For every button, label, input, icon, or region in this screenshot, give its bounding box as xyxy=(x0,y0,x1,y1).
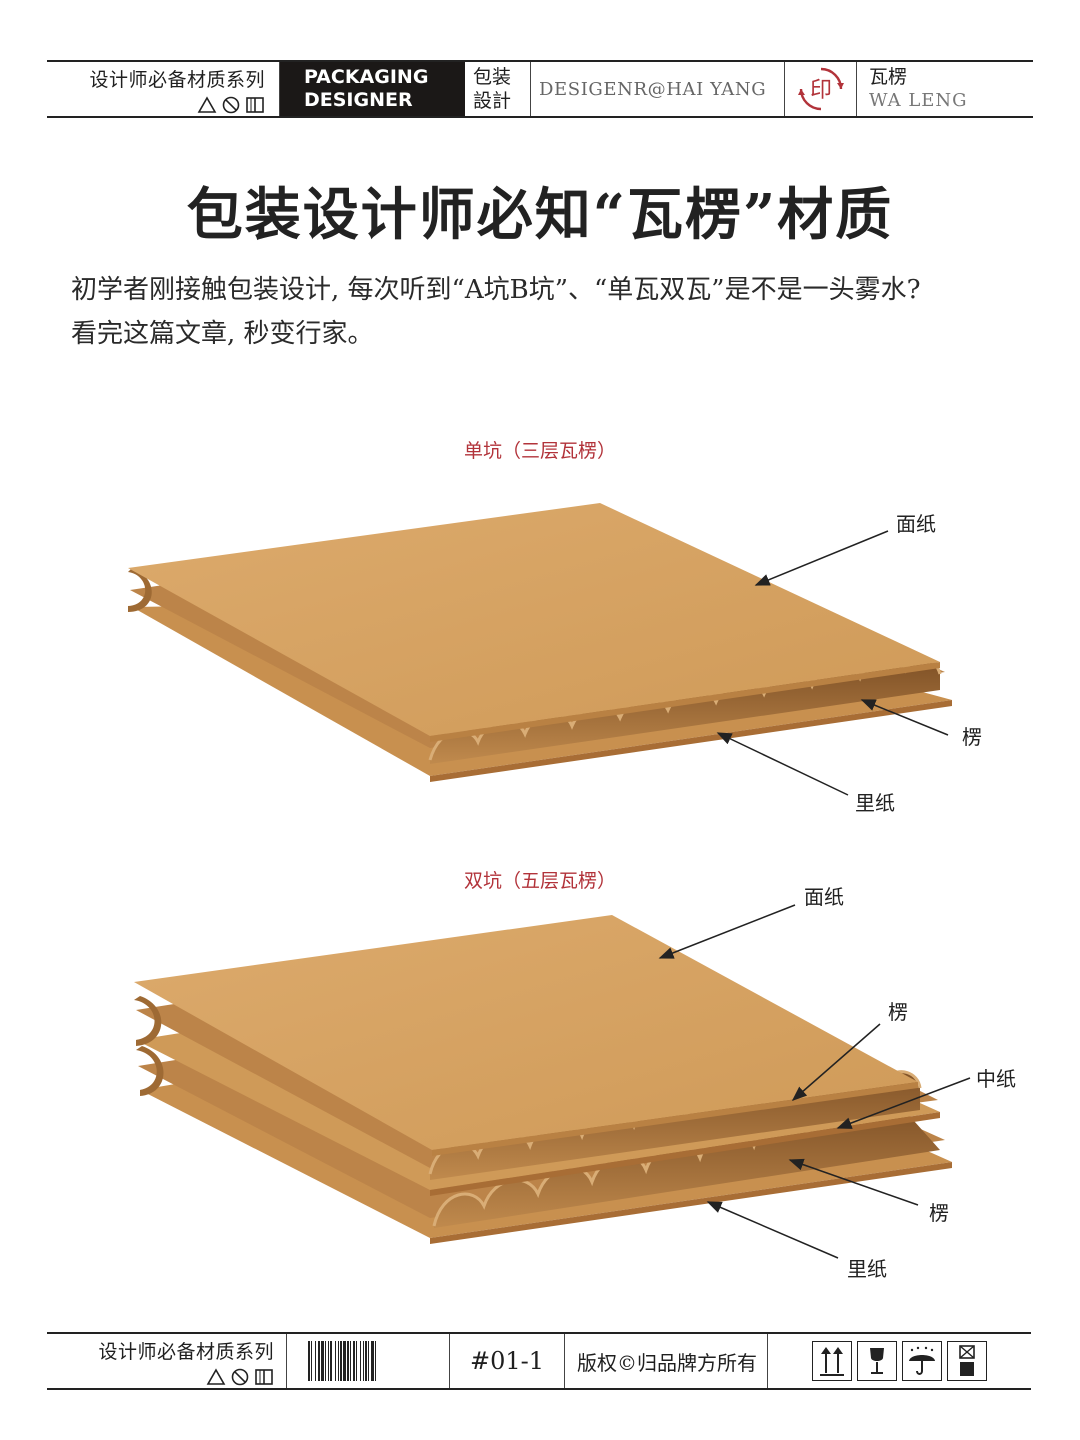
material-cn: 瓦楞 xyxy=(869,66,908,88)
no-stacking-icon xyxy=(947,1341,987,1381)
box-icon xyxy=(255,1368,273,1385)
double-upper-flute-leader xyxy=(791,1023,881,1101)
designer-email-text: DESIGENR@HAI YANG xyxy=(539,78,767,100)
copyright-text: 版权©归品牌方所有 xyxy=(577,1350,757,1375)
material-en: WA LENG xyxy=(869,90,968,111)
stamp-cell: 印 xyxy=(785,62,857,116)
packaging-cell: 包装 設計 xyxy=(465,62,531,116)
double-label-middle: 中纸 xyxy=(976,1067,1016,1091)
double-middle-leader xyxy=(836,1077,971,1129)
single-label-bottom: 里纸 xyxy=(855,791,895,815)
double-bottom-leader xyxy=(706,1201,839,1259)
handling-icons xyxy=(768,1334,1031,1388)
no-entry-icon xyxy=(222,96,240,113)
packaging-line-2: 設計 xyxy=(473,90,512,112)
header-strip: 设计师必备材质系列 PACKAGING DESIGNER 包装 設計 DESIG… xyxy=(47,60,1033,118)
single-bottom-leader xyxy=(716,732,849,796)
double-label-flute-lower: 楞 xyxy=(929,1201,949,1225)
stamp-char: 印 xyxy=(809,78,831,103)
triangle-icon xyxy=(197,95,217,113)
single-label-face: 面纸 xyxy=(896,512,936,536)
material-cell: 瓦楞 WA LENG xyxy=(857,62,968,116)
footer-strip: 设计师必备材质系列 #01-1 版权©归品牌方所有 xyxy=(47,1332,1031,1390)
intro-line-1: 初学者刚接触包装设计, 每次听到“A坑B坑”、“单瓦双瓦”是不是一头雾水? xyxy=(71,275,921,305)
double-lower-flute-leader xyxy=(788,1158,919,1206)
header-series-cell: 设计师必备材质系列 xyxy=(47,62,280,116)
single-face-leader xyxy=(754,530,889,586)
footer-series-cell: 设计师必备材质系列 xyxy=(47,1334,287,1388)
single-top-liner xyxy=(128,503,940,736)
designer-email: DESIGENR@HAI YANG xyxy=(531,62,785,116)
single-front-flutes xyxy=(430,657,940,764)
double-label-face: 面纸 xyxy=(804,885,844,909)
header-series-text: 设计师必备材质系列 xyxy=(89,68,265,91)
brand-line-1: PACKAGING xyxy=(304,66,429,88)
single-label-flute: 楞 xyxy=(962,725,982,749)
single-flute-leader xyxy=(860,699,949,736)
keep-dry-icon xyxy=(902,1341,942,1381)
barcode-cell xyxy=(287,1334,450,1388)
issue-code-text: #01-1 xyxy=(469,1347,545,1375)
issue-code: #01-1 xyxy=(450,1334,565,1388)
fragile-icon xyxy=(857,1341,897,1381)
no-entry-icon xyxy=(231,1368,249,1385)
brand-block: PACKAGING DESIGNER xyxy=(280,62,465,116)
copyright-cell: 版权©归品牌方所有 xyxy=(565,1334,768,1388)
double-top-liner xyxy=(134,915,918,1150)
single-wall-caption: 单坑（三层瓦楞） xyxy=(463,440,616,462)
double-label-bottom: 里纸 xyxy=(847,1257,887,1281)
triangle-icon xyxy=(206,1367,226,1385)
footer-series-text: 设计师必备材质系列 xyxy=(98,1340,274,1363)
double-face-leader xyxy=(658,904,796,959)
header-symbols xyxy=(197,95,265,114)
footer-symbols xyxy=(206,1367,274,1386)
intro-paragraph: 初学者刚接触包装设计, 每次听到“A坑B坑”、“单瓦双瓦”是不是一头雾水? 看完… xyxy=(71,268,1031,356)
page-title: 包装设计师必知“瓦楞”材质 xyxy=(186,182,894,248)
double-wall-caption: 双坑（五层瓦楞） xyxy=(463,870,616,892)
this-way-up-icon xyxy=(812,1341,852,1381)
print-stamp-icon: 印 xyxy=(797,67,844,111)
double-label-flute-upper: 楞 xyxy=(888,1000,908,1024)
box-icon xyxy=(246,96,264,113)
intro-line-2: 看完这篇文章, 秒变行家。 xyxy=(71,319,374,349)
brand-line-2: DESIGNER xyxy=(304,89,413,111)
barcode-icon xyxy=(308,1341,376,1381)
packaging-line-1: 包装 xyxy=(473,66,512,88)
